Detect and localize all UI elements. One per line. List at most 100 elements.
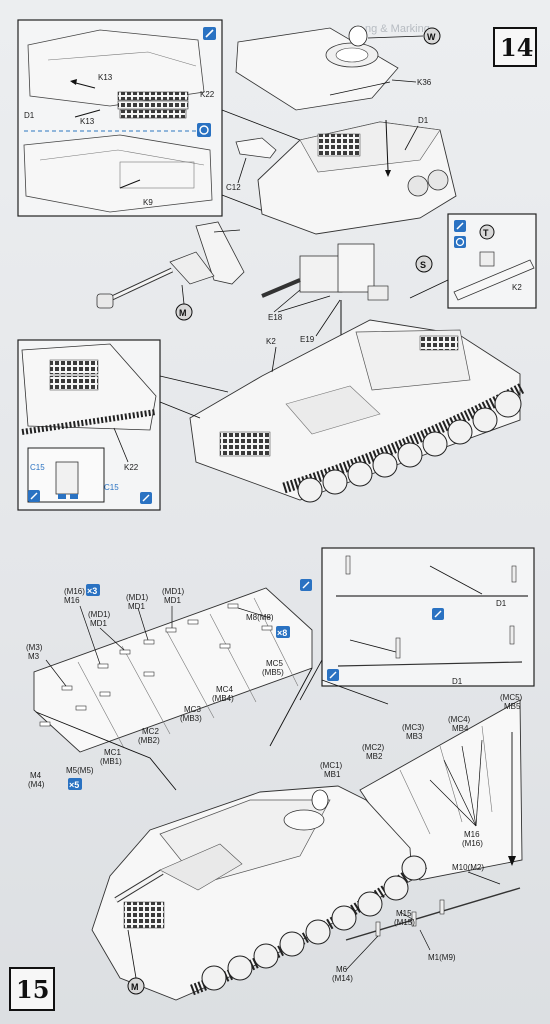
glue-icon [300,579,312,591]
label-mc3-skirt: (MC3) [402,723,425,732]
step-15-number: 15 [9,967,55,1011]
label-k2-detail: K2 [512,283,522,292]
label-mb1: (MB1) [100,757,122,766]
detail-box-rails: D1 D1 [321,547,535,687]
label-m15-bottom: (M15) [394,918,415,927]
label-m3-top: (M3) [26,643,43,652]
label-mc1: MC1 [104,748,121,757]
svg-text:S: S [420,260,426,270]
label-mb1-skirt: MB1 [324,770,341,779]
label-m16-top: (M16) [64,587,85,596]
label-e19: E19 [300,335,315,344]
label-m16-skirt-top: M16 [464,830,480,839]
label-md1-b-bottom: MD1 [128,602,145,611]
flip-icon [454,236,466,248]
cement-icon [432,608,444,620]
part-w-marker: W [423,27,441,45]
part-m-marker-15: M [127,977,145,995]
detail-box-bracket: T K2 [447,213,537,309]
label-mb5-skirt: MB5 [504,702,521,711]
leader-lines-bottom [345,871,501,971]
detail-box-rear-plate: C15 C15 K22 [17,339,161,511]
label-k13-b: K13 [80,117,95,126]
glue-icon [327,669,339,681]
glue-icon [454,220,466,232]
svg-text:W: W [427,32,436,42]
label-md1-c-top: (MD1) [162,587,185,596]
label-mb4: (MB4) [212,694,234,703]
label-mc3: MC3 [184,705,201,714]
main-hull-step14 [189,319,525,501]
leader-lines-skirt [429,739,483,827]
label-mb2-skirt: MB2 [366,752,383,761]
label-md1-c-bottom: MD1 [164,596,181,605]
label-m10: M10(M2) [452,863,484,872]
superstructure-part [257,119,457,235]
label-k2-main: K2 [266,337,276,346]
label-mc5-skirt: (MC5) [500,693,523,702]
label-mc1-skirt: (MC1) [320,761,343,770]
svg-text:M: M [179,308,187,318]
label-k36: K36 [417,78,432,87]
label-m16-bottom: M16 [64,596,80,605]
gun-mount-part [261,243,389,301]
detail-box-hull-interior: K13 K13 K22 D1 K9 [17,19,223,217]
label-m4-bottom: (M4) [28,780,45,789]
step-14-number: 14 [493,27,537,67]
label-m15-top: M15 [396,909,412,918]
leader-lines-panels [45,605,271,687]
svg-text:C12: C12 [226,183,241,192]
svg-text:M: M [131,982,139,992]
part-s-marker: S [415,255,433,273]
label-m5: M5(M5) [66,766,94,775]
part-t-marker: T [479,224,495,240]
ghost-heading: ng & Marking [365,23,430,35]
part-m-marker-14: M [175,303,193,321]
label-k22: K22 [200,90,215,99]
cement-icon [28,490,40,502]
label-m6-top: M6 [336,965,348,974]
glue-icon [140,492,152,504]
qty-badge-m16: ×3 [86,584,100,596]
label-e18: E18 [268,313,283,322]
label-mc2-skirt: (MC2) [362,743,385,752]
label-m8: M8(M8) [246,613,274,622]
flip-icon [197,123,211,137]
label-c15-b: C15 [104,483,119,492]
label-m4-top: M4 [30,771,42,780]
qty-badge-m5: ×5 [68,778,82,790]
road-wheels-step14 [297,390,522,503]
label-d1: D1 [24,111,35,120]
svg-text:14: 14 [500,33,533,62]
label-mc5: MC5 [266,659,283,668]
qty-badge-m8: ×8 [276,626,290,638]
label-d1-rail-upper: D1 [496,599,507,608]
label-mb5: (MB5) [262,668,284,677]
svg-text:×3: ×3 [87,586,97,596]
svg-text:×5: ×5 [69,780,79,790]
label-d1-rail-lower: D1 [452,677,463,686]
label-m3-bottom: M3 [28,652,40,661]
label-md1-a-top: (MD1) [88,610,111,619]
svg-text:×8: ×8 [277,628,287,638]
label-k13-a: K13 [98,73,113,82]
label-mc4: MC4 [216,685,233,694]
skirt-panels-assembly [33,587,313,753]
label-mb3: (MB3) [180,714,202,723]
label-k9: K9 [143,198,153,207]
label-mc4-skirt: (MC4) [448,715,471,724]
svg-text:T: T [483,228,489,238]
label-d1-main: D1 [418,116,429,125]
label-m1: M1(M9) [428,953,456,962]
label-mb4-skirt: MB4 [452,724,469,733]
label-c15-a: C15 [30,463,45,472]
svg-text:15: 15 [16,975,49,1004]
label-mc2: MC2 [142,727,159,736]
label-md1-a-bottom: MD1 [90,619,107,628]
label-mb2: (MB2) [138,736,160,745]
label-k22-detail: K22 [124,463,139,472]
label-m6-bottom: (M14) [332,974,353,983]
gun-barrel-part [96,221,245,309]
